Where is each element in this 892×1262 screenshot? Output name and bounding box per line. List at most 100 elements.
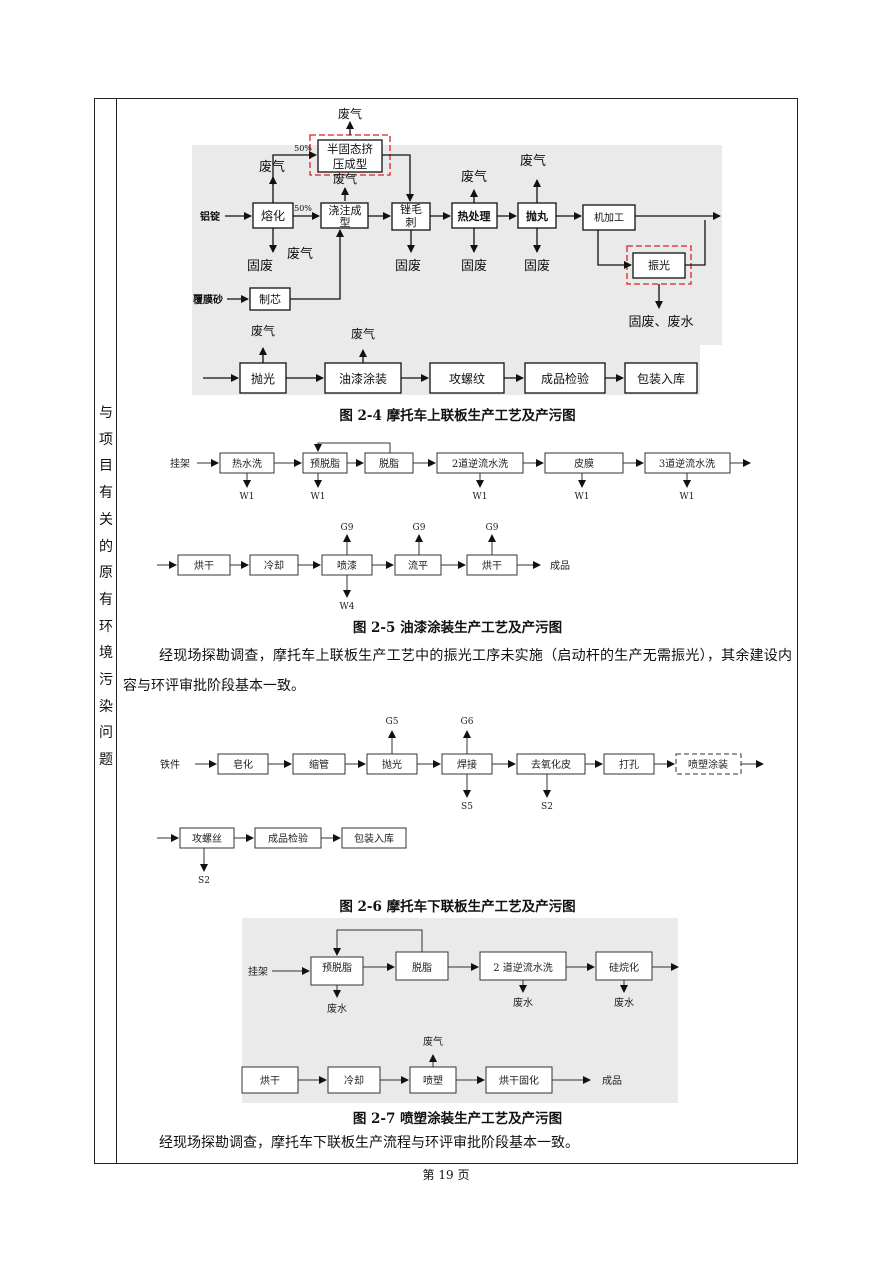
- svg-text:熔化: 熔化: [261, 208, 285, 223]
- side-title-char: 目: [99, 458, 113, 475]
- process-box-label: 烘干: [482, 560, 502, 572]
- side-title-char: 污: [99, 672, 113, 689]
- side-title-char: 的: [99, 538, 113, 555]
- svg-text:抛光: 抛光: [251, 371, 275, 386]
- process-box-label: 冷却: [264, 559, 284, 572]
- svg-text:废气: 废气: [251, 323, 275, 338]
- waste-label: S5: [461, 802, 473, 812]
- svg-text:成品检验: 成品检验: [541, 371, 589, 386]
- process-box-label: 脱脂: [379, 457, 399, 470]
- process-box-label: 成品检验: [268, 832, 308, 845]
- side-title-char: 关: [99, 511, 113, 528]
- process-box-label: 喷漆: [337, 559, 357, 572]
- svg-text:废气: 废气: [287, 246, 313, 262]
- waste-label: 废水: [513, 996, 533, 1009]
- process-box-label: 3道逆流水洗: [659, 457, 715, 470]
- process-box-label: 2道逆流水洗: [452, 457, 508, 470]
- svg-text:振光: 振光: [648, 258, 670, 272]
- side-title-char: 与: [99, 405, 113, 421]
- side-title-char: 染: [99, 698, 113, 715]
- side-title-char: 有: [99, 591, 113, 608]
- waste-label: G6: [461, 717, 474, 727]
- process-box-label: 硅烷化: [609, 961, 639, 974]
- svg-text:抛丸: 抛丸: [526, 209, 549, 223]
- figure-2-5-labels: 挂架 热水洗 预脱脂 脱脂 2道逆流水洗 皮膜 3道逆流水洗 W1 W1 W1 W1 W1 烘干 冷却 喷漆…: [170, 457, 715, 612]
- svg-text:浇注成: 浇注成: [329, 203, 362, 217]
- start-label: 铁件: [160, 758, 180, 771]
- process-box-label: 烘干固化: [499, 1074, 539, 1087]
- page-number: 第 19 页: [422, 1168, 470, 1182]
- svg-text:覆膜砂: 覆膜砂: [193, 293, 223, 306]
- paragraph-1: 经现场探勘调查，摩托车上联板生产工艺中的振光工序未实施（启动杆的生产无需振光），…: [123, 648, 792, 694]
- side-title-char: 有: [99, 485, 113, 502]
- process-box-label: 冷却: [344, 1074, 364, 1087]
- side-title-char: 题: [99, 752, 113, 769]
- waste-label: S2: [198, 876, 210, 886]
- svg-text:制芯: 制芯: [259, 292, 281, 306]
- svg-text:废气: 废气: [520, 153, 546, 169]
- svg-text:废气: 废气: [333, 171, 357, 186]
- svg-text:50%: 50%: [294, 144, 312, 153]
- process-box-label: 热水洗: [232, 457, 262, 470]
- waste-label: 废气: [423, 1035, 443, 1048]
- process-box-label: 去氧化皮: [531, 758, 571, 771]
- end-label: 成品: [602, 1075, 622, 1087]
- figure-2-5-caption: 图 2-5 油漆涂装生产工艺及产污图: [352, 620, 563, 636]
- side-title-char: 问: [99, 725, 113, 742]
- end-label: 成品: [550, 560, 570, 572]
- waste-label: G5: [386, 717, 399, 727]
- process-box-label: 抛光: [382, 758, 402, 771]
- waste-label: G9: [486, 523, 499, 533]
- figure-2-7-caption: 图 2-7 喷塑涂装生产工艺及产污图: [352, 1111, 563, 1127]
- figure-2-5: [157, 442, 751, 598]
- svg-text:半固态挤: 半固态挤: [327, 142, 373, 156]
- process-box-label: 缩管: [309, 758, 329, 771]
- waste-label: W1: [240, 492, 255, 502]
- svg-text:铝锭: 铝锭: [200, 210, 220, 223]
- process-box-label: 脱脂: [412, 961, 432, 974]
- process-box-label: 打孔: [619, 758, 639, 771]
- figure-2-6: [157, 730, 764, 872]
- waste-label: 废水: [327, 1002, 347, 1015]
- svg-text:热处理: 热处理: [458, 209, 491, 223]
- svg-text:废气: 废气: [351, 326, 375, 341]
- svg-text:机加工: 机加工: [594, 211, 624, 224]
- start-label: 挂架: [170, 457, 190, 470]
- svg-text:油漆涂装: 油漆涂装: [339, 371, 387, 386]
- figure-2-4: [192, 121, 722, 395]
- waste-label: G9: [341, 523, 354, 533]
- figure-2-4-caption: 图 2-4 摩托车上联板生产工艺及产污图: [339, 408, 576, 424]
- waste-label: W1: [311, 492, 326, 502]
- svg-text:固废: 固废: [395, 258, 421, 274]
- svg-text:刺: 刺: [406, 216, 417, 229]
- svg-text:锉毛: 锉毛: [400, 202, 422, 216]
- side-title-char: 环: [99, 618, 113, 635]
- svg-text:攻螺纹: 攻螺纹: [449, 372, 485, 386]
- svg-text:固废: 固废: [461, 258, 487, 274]
- table-frame: [94, 98, 798, 1164]
- side-title-column: [94, 98, 117, 1164]
- process-box-label: 包装入库: [354, 832, 394, 845]
- svg-text:固废、废水: 固废、废水: [628, 314, 693, 330]
- process-box-label: 预脱脂: [310, 457, 340, 470]
- svg-text:压成型: 压成型: [333, 157, 368, 171]
- svg-text:废气: 废气: [259, 159, 285, 175]
- waste-label: W1: [680, 492, 695, 502]
- process-box-label: 烘干: [194, 560, 214, 572]
- start-label: 挂架: [248, 965, 268, 978]
- side-title: 与项目有关的原有环境污染问题: [98, 400, 114, 774]
- waste-label: W1: [575, 492, 590, 502]
- process-box-label: 喷塑: [423, 1075, 443, 1087]
- process-box-label: 皮膜: [574, 457, 594, 470]
- figure-2-7: [241, 918, 679, 1103]
- svg-text:固废: 固废: [247, 258, 273, 274]
- side-title-char: 境: [99, 645, 113, 662]
- waste-label: W1: [473, 492, 488, 502]
- svg-text:型: 型: [340, 215, 351, 229]
- svg-text:包装入库: 包装入库: [637, 371, 685, 386]
- process-box-label: 焊接: [457, 758, 477, 771]
- figure-2-4-labels: 废气 半固态挤 压成型 50% 50% 废气 废气 铝锭 熔化 浇注成 型 锉毛…: [193, 106, 694, 386]
